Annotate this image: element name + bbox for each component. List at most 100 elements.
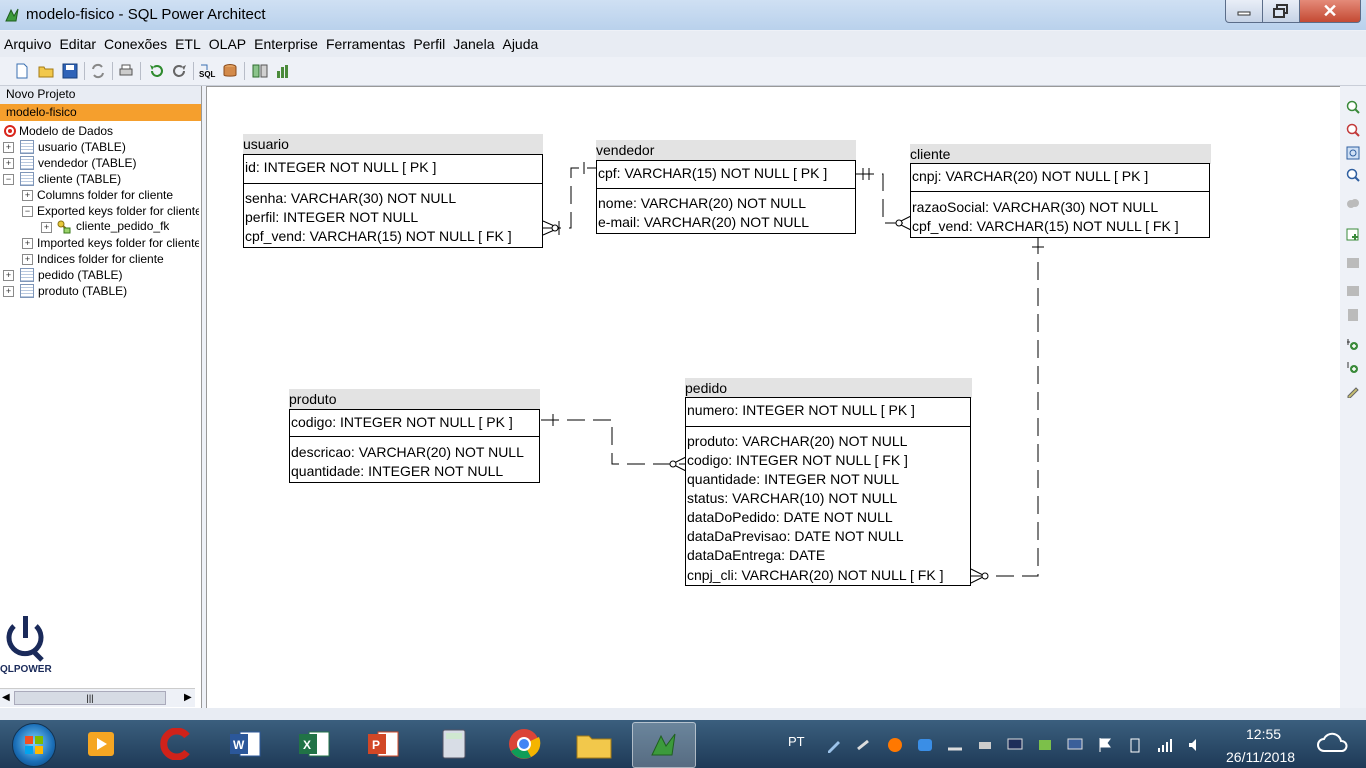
menu-ajuda[interactable]: Ajuda: [502, 36, 539, 52]
scroll-left-icon[interactable]: ◀: [2, 692, 10, 703]
pedido-column[interactable]: cnpj_cli: VARCHAR(20) NOT NULL [ FK ]: [687, 567, 944, 583]
menu-etl[interactable]: ETL: [175, 36, 201, 52]
produto-column[interactable]: quantidade: INTEGER NOT NULL: [291, 463, 504, 479]
cloud-icon[interactable]: [1346, 196, 1360, 210]
menu-janela[interactable]: Janela: [453, 36, 495, 52]
zoom-out-icon[interactable]: [1346, 123, 1360, 137]
add-relationship-icon[interactable]: [1346, 338, 1360, 352]
add-identifying-relationship-icon[interactable]: [1346, 361, 1360, 375]
diagram-canvas[interactable]: usuario id: INTEGER NOT NULL [ PK ] senh…: [206, 86, 1342, 710]
relationship-vendedor-cliente[interactable]: [856, 173, 911, 224]
open-folder-icon[interactable]: [38, 63, 54, 79]
taskbar-word[interactable]: W: [214, 722, 276, 766]
table-cliente[interactable]: cliente cnpj: VARCHAR(20) NOT NULL [ PK …: [910, 144, 1212, 238]
taskbar-media-player[interactable]: [70, 722, 132, 766]
pedido-column[interactable]: codigo: INTEGER NOT NULL [ FK ]: [687, 452, 908, 468]
pedido-column[interactable]: produto: VARCHAR(20) NOT NULL: [687, 433, 908, 449]
chart-icon[interactable]: [275, 63, 291, 79]
cliente-column[interactable]: razaoSocial: VARCHAR(30) NOT NULL: [912, 199, 1159, 215]
redo-icon[interactable]: [172, 63, 188, 79]
new-project-icon[interactable]: [14, 63, 30, 79]
database-icon[interactable]: [222, 63, 238, 79]
tree-item-cliente[interactable]: cliente (TABLE): [38, 172, 122, 186]
language-indicator[interactable]: PT: [788, 734, 805, 749]
table-usuario[interactable]: usuario id: INTEGER NOT NULL [ PK ] senh…: [243, 134, 544, 248]
sql-icon[interactable]: SQL: [199, 63, 217, 79]
expand-icon[interactable]: +: [22, 190, 33, 201]
taskbar-calculator[interactable]: [423, 722, 485, 766]
relationship-usuario-vendedor[interactable]: [543, 167, 597, 229]
tree-horizontal-scrollbar[interactable]: ◀ ||| ▶: [0, 688, 195, 707]
pedido-column[interactable]: dataDaPrevisao: DATE NOT NULL: [687, 528, 904, 544]
zoom-selection-icon[interactable]: [1346, 168, 1360, 182]
save-icon[interactable]: [62, 63, 78, 79]
tree-root[interactable]: Modelo de Dados: [19, 124, 114, 138]
tree-item-imported-keys[interactable]: Imported keys folder for cliente: [37, 236, 199, 250]
expand-icon[interactable]: +: [3, 286, 14, 297]
pen-tray-icon[interactable]: [826, 737, 842, 753]
table-vendedor-header[interactable]: vendedor: [596, 140, 856, 160]
taskbar-ccleaner[interactable]: [145, 722, 207, 766]
close-button[interactable]: ✕: [1299, 0, 1361, 23]
taskbar-excel[interactable]: X: [283, 722, 345, 766]
expand-icon[interactable]: +: [3, 158, 14, 169]
vendedor-pk-column[interactable]: cpf: VARCHAR(15) NOT NULL [ PK ]: [598, 165, 828, 181]
scroll-right-icon[interactable]: ▶: [184, 692, 192, 703]
print-icon[interactable]: [118, 63, 134, 79]
pedido-column[interactable]: quantidade: INTEGER NOT NULL: [687, 471, 900, 487]
refresh-icon[interactable]: [90, 63, 106, 79]
network-tray-icon[interactable]: [947, 737, 963, 753]
undo-icon[interactable]: [148, 63, 164, 79]
edit-icon[interactable]: [1346, 384, 1360, 398]
relationship-produto-pedido[interactable]: [541, 419, 686, 465]
monitor-tray-icon[interactable]: [1007, 737, 1023, 753]
collapse-icon[interactable]: −: [3, 174, 14, 185]
tree-item-produto[interactable]: produto (TABLE): [38, 284, 128, 298]
tool-tray-icon[interactable]: [856, 737, 872, 753]
menu-enterprise[interactable]: Enterprise: [254, 36, 318, 52]
start-button[interactable]: [12, 723, 56, 767]
tree-item-vendedor[interactable]: vendedor (TABLE): [38, 156, 137, 170]
menu-olap[interactable]: OLAP: [208, 36, 247, 52]
avast-tray-icon[interactable]: [887, 737, 903, 753]
expand-icon[interactable]: +: [3, 270, 14, 281]
table-vendedor[interactable]: vendedor cpf: VARCHAR(15) NOT NULL [ PK …: [596, 140, 858, 234]
zoom-fit-icon[interactable]: [1346, 146, 1360, 160]
tab-novo-projeto[interactable]: Novo Projeto: [0, 86, 201, 104]
menu-ferramentas[interactable]: Ferramentas: [325, 36, 406, 52]
table-produto-header[interactable]: produto: [289, 389, 540, 409]
tree-item-columns-folder[interactable]: Columns folder for cliente: [37, 188, 174, 202]
menu-conexoes[interactable]: Conexões: [104, 36, 168, 52]
menu-perfil[interactable]: Perfil: [413, 36, 446, 52]
tree-item-cliente-pedido-fk[interactable]: cliente_pedido_fk: [76, 219, 170, 233]
expand-icon[interactable]: +: [3, 142, 14, 153]
usuario-column[interactable]: perfil: INTEGER NOT NULL: [245, 209, 419, 225]
collapse-icon[interactable]: −: [22, 206, 33, 217]
maximize-button[interactable]: [1262, 0, 1300, 23]
table-usuario-header[interactable]: usuario: [243, 134, 543, 154]
expand-icon[interactable]: +: [22, 254, 33, 265]
pedido-column[interactable]: dataDoPedido: DATE NOT NULL: [687, 509, 893, 525]
tab-modelo-fisico[interactable]: modelo-fisico: [0, 104, 201, 121]
compare-icon[interactable]: [252, 63, 268, 79]
tree-item-indices-folder[interactable]: Indices folder for cliente: [37, 252, 164, 266]
taskbar-chrome[interactable]: [493, 722, 555, 766]
taskbar-file-explorer[interactable]: [563, 722, 625, 766]
signal-tray-icon[interactable]: [1157, 737, 1173, 753]
zoom-in-icon[interactable]: [1346, 100, 1360, 114]
volume-tray-icon[interactable]: [1187, 737, 1203, 753]
relationship-cliente-pedido[interactable]: [971, 236, 1039, 577]
add-column-icon[interactable]: [1346, 308, 1360, 322]
taskbar-sql-power-architect[interactable]: [632, 722, 696, 768]
tree-item-exported-keys[interactable]: Exported keys folder for cliente: [37, 204, 199, 218]
security-tray-icon[interactable]: [1037, 737, 1053, 753]
usuario-pk-column[interactable]: id: INTEGER NOT NULL [ PK ]: [245, 159, 437, 175]
pedido-pk-column[interactable]: numero: INTEGER NOT NULL [ PK ]: [687, 402, 915, 418]
produto-column[interactable]: descricao: VARCHAR(20) NOT NULL: [291, 444, 524, 460]
add-schema-icon[interactable]: [1346, 256, 1360, 270]
vendedor-column[interactable]: nome: VARCHAR(20) NOT NULL: [598, 195, 806, 211]
flag-tray-icon[interactable]: [1097, 737, 1113, 753]
vendedor-column[interactable]: e-mail: VARCHAR(20) NOT NULL: [598, 214, 810, 230]
expand-icon[interactable]: +: [22, 238, 33, 249]
cliente-column[interactable]: cpf_vend: VARCHAR(15) NOT NULL [ FK ]: [912, 218, 1179, 234]
